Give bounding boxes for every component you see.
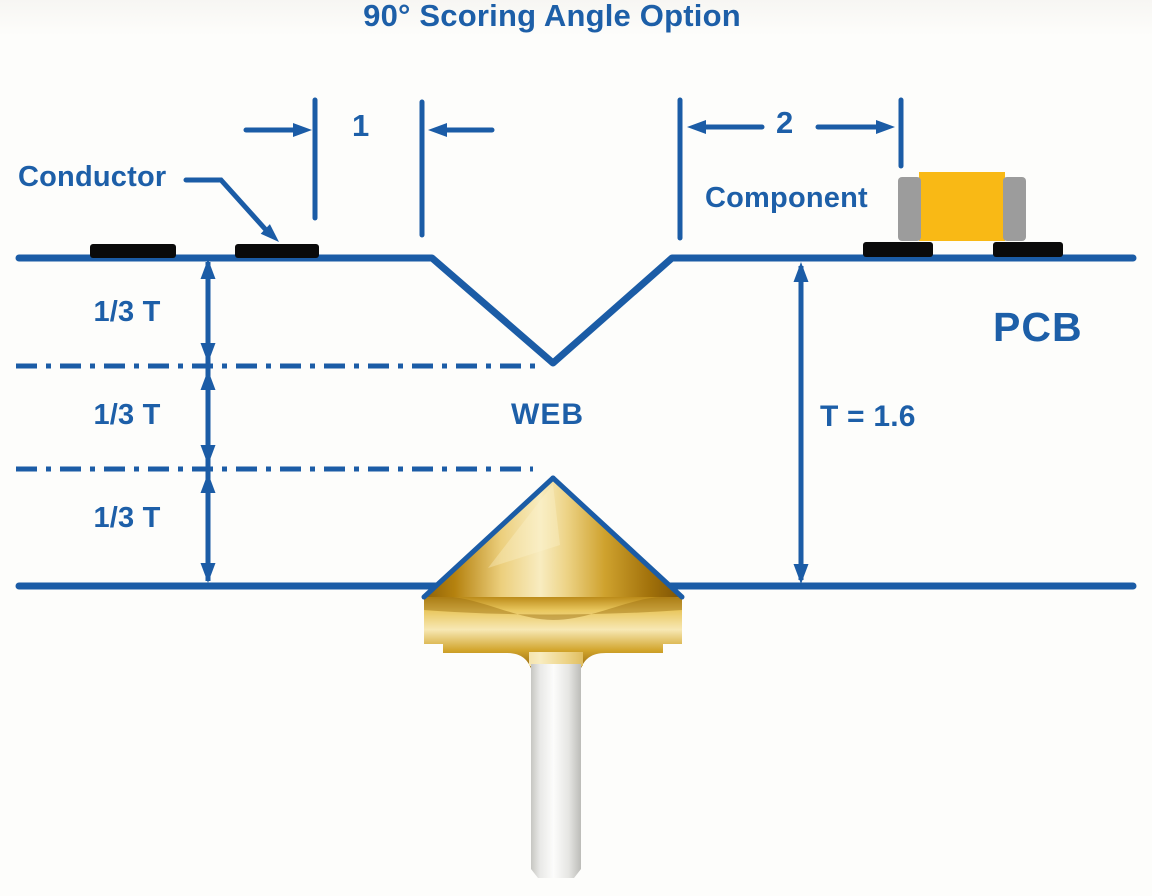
cutter-shank: [531, 664, 581, 878]
dimension-2-label: 2: [776, 105, 794, 140]
component-terminal: [1003, 177, 1026, 241]
conductor-pad: [90, 244, 176, 258]
cutter-edge-left: [421, 475, 556, 600]
conductor-pad: [235, 244, 319, 258]
component-solder-pad: [863, 242, 933, 257]
web-label: WEB: [511, 398, 584, 431]
cutter-cone: [424, 478, 682, 597]
t-dimension-line: [793, 262, 809, 584]
third-t-label-top: 1/3 T: [93, 296, 161, 328]
third-t-label-middle: 1/3 T: [93, 399, 161, 431]
component-solder-pad: [993, 242, 1063, 257]
cutter-body-shadow: [424, 595, 682, 620]
dimension-1-label: 1: [352, 108, 370, 143]
component-label: Component: [705, 182, 868, 214]
thickness-label: T = 1.6: [820, 400, 916, 433]
pcb-label: PCB: [993, 304, 1083, 350]
extension-lines: [312, 97, 904, 241]
conductor-label: Conductor: [18, 161, 167, 193]
diagram-title: 90° Scoring Angle Option: [363, 0, 741, 33]
cutter-neck-ring: [529, 652, 583, 666]
cutter-body: [424, 595, 682, 671]
scoring-cutter: [421, 475, 685, 878]
thirds-dimension-line: [200, 259, 216, 583]
smd-component: [863, 172, 1063, 257]
conductor-leader-arrow: [183, 177, 279, 242]
dim2-arrows: [687, 120, 895, 134]
dim1-arrows: [243, 123, 495, 137]
component-body: [919, 172, 1005, 241]
cutter-cone-highlight: [488, 484, 560, 568]
cutter-edge-right: [550, 475, 685, 600]
third-t-label-bottom: 1/3 T: [93, 502, 161, 534]
pcb-top-surface-line: [15, 254, 1137, 367]
component-terminal: [898, 177, 921, 241]
